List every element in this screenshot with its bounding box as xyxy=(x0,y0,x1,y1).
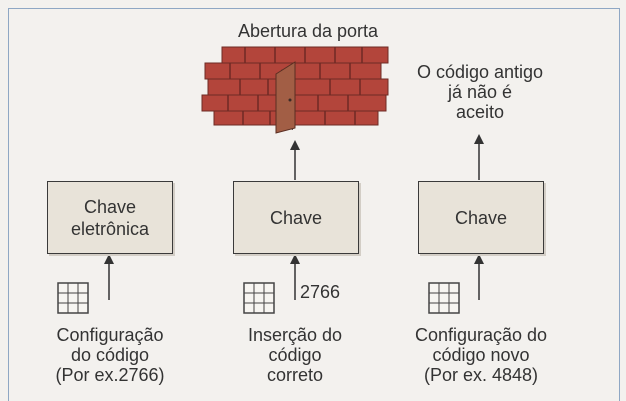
frame-border-top xyxy=(8,8,620,9)
open-door xyxy=(275,61,296,134)
key-box-new-code: Chave xyxy=(418,181,544,254)
electronic-key-box: Chave eletrônica xyxy=(47,181,173,254)
box-label: Chave xyxy=(269,207,323,228)
keypad-icon xyxy=(243,282,275,314)
box-label: Chave xyxy=(454,207,508,228)
old-code-rejected-text: O código antigo já não é aceito xyxy=(416,62,544,122)
caption-code-setup: Configuração do código (Por ex.2766) xyxy=(55,325,165,385)
door-opening-title: Abertura da porta xyxy=(237,21,379,41)
keypad-icon xyxy=(428,282,460,314)
entered-code-label: 2766 xyxy=(300,282,341,302)
caption-correct-code-entry: Inserção do código correto xyxy=(247,325,343,385)
arrows xyxy=(104,134,484,300)
box-label: Chave eletrônica xyxy=(70,196,150,239)
frame-border-left xyxy=(8,8,9,401)
key-box-correct-code: Chave xyxy=(233,181,359,254)
caption-new-code-setup: Configuração do código novo (Por ex. 484… xyxy=(414,325,548,385)
keypad-icon xyxy=(57,282,89,314)
frame-border-right xyxy=(619,8,620,401)
